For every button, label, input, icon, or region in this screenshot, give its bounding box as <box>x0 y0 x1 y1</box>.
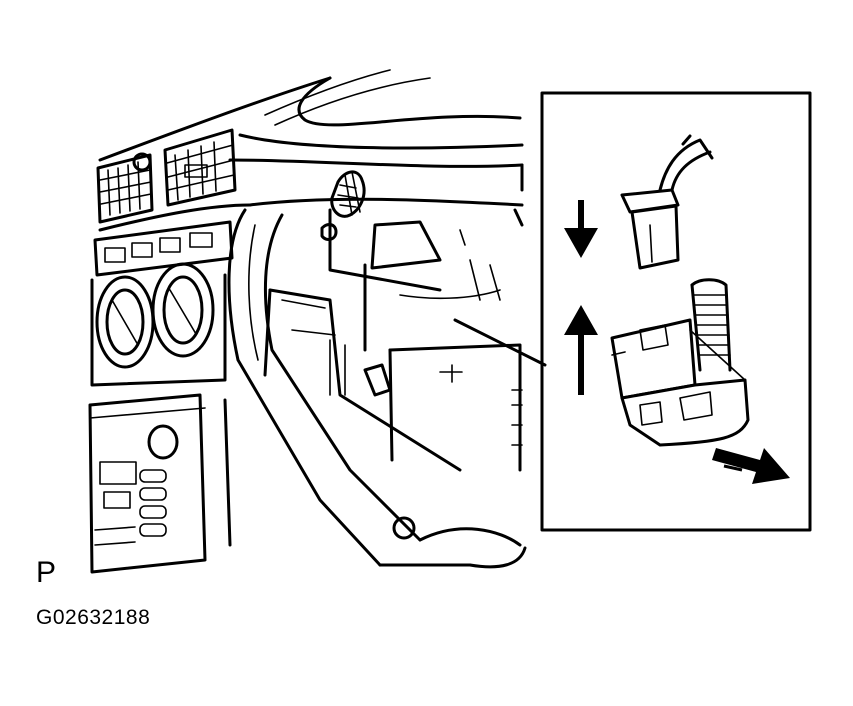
pull-arrow-icon <box>712 448 790 484</box>
climate-knob-left <box>95 275 155 369</box>
view-letter: P <box>36 556 57 589</box>
male-connector <box>620 134 714 270</box>
female-connector <box>610 278 750 447</box>
center-air-vent <box>163 128 237 207</box>
left-air-vent <box>96 152 154 224</box>
up-arrow-icon <box>564 305 598 395</box>
frame-bar <box>227 208 527 569</box>
detail-inset <box>540 91 812 532</box>
figure-id: G02632188 <box>36 606 151 629</box>
dashboard-illustration <box>88 69 547 574</box>
harness-connector <box>320 170 366 241</box>
climate-knob-right <box>151 262 215 358</box>
audio-unit <box>88 393 207 574</box>
down-arrow-icon <box>564 200 598 258</box>
